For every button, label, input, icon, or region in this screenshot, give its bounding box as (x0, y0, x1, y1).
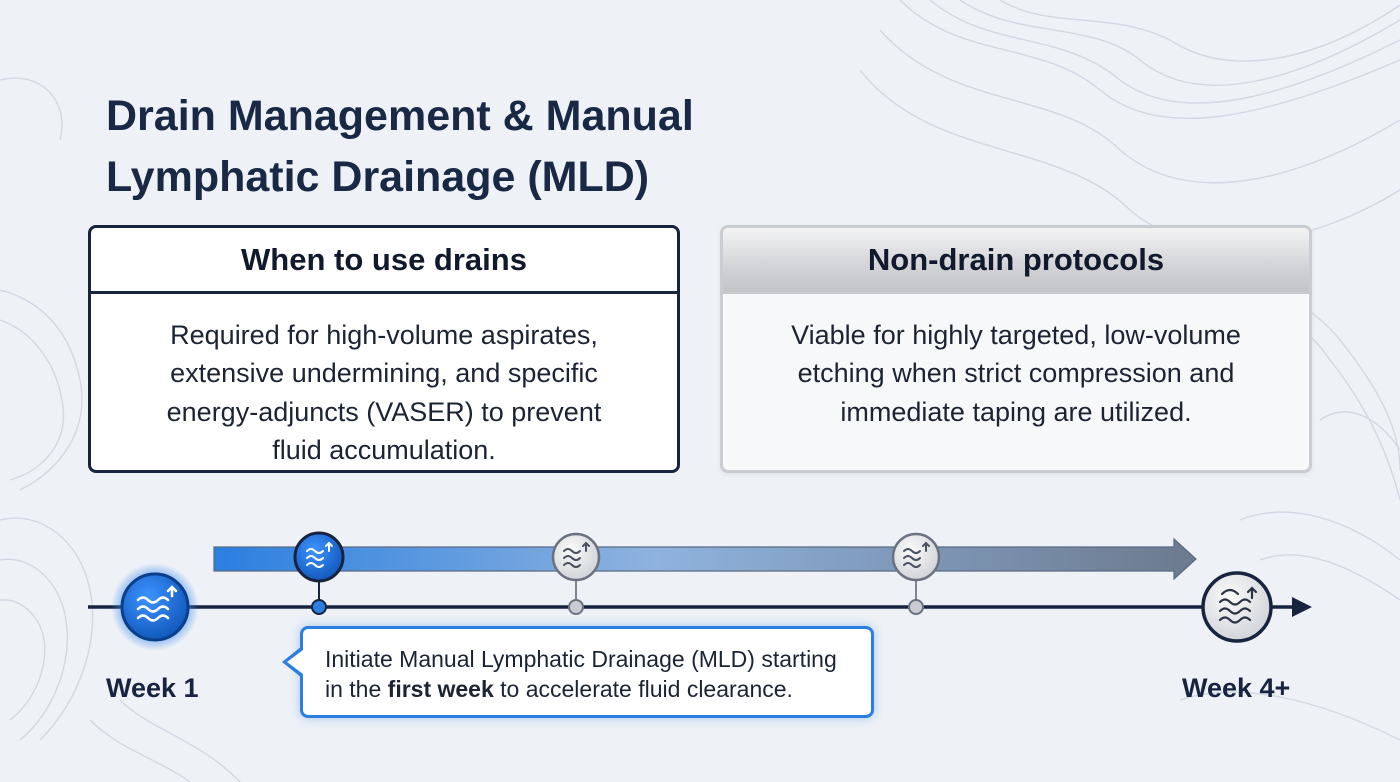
non-drain-card-line: Viable for highly targeted, low-volume (791, 320, 1241, 350)
callout-pointer-inner (287, 650, 303, 674)
non-drain-card: Non-drain protocols Viable for highly ta… (720, 225, 1312, 473)
callout-line-2: in the first week to accelerate fluid cl… (325, 675, 853, 705)
lymph-flow-icon (293, 531, 345, 583)
non-drain-card-line: immediate taping are utilized. (840, 396, 1192, 427)
lymph-flow-icon (551, 532, 601, 582)
drains-card-line: energy-adjuncts (VASER) to prevent (166, 396, 602, 427)
week-start-label: Week 1 (106, 673, 199, 703)
week-end-label: Week 4+ (1182, 673, 1291, 703)
lymph-flow-icon (111, 563, 199, 651)
title-line-2: Lymphatic Drainage (MLD) (106, 153, 650, 202)
lymph-flow-icon (891, 532, 941, 582)
progress-arrow (213, 537, 1197, 581)
drains-card: When to use drains Required for high-vol… (88, 225, 680, 473)
timeline-node-1 (311, 578, 327, 615)
title-line-1: Drain Management & Manual (106, 92, 694, 140)
drains-card-line: extensive undermining, and specific (170, 358, 598, 389)
callout-emphasis: first week (387, 675, 494, 702)
lymph-flow-icon (1201, 571, 1273, 643)
drains-card-line: Required for high-volume aspirates, (170, 320, 598, 350)
callout-line-1: Initiate Manual Lymphatic Drainage (MLD)… (325, 646, 837, 672)
drains-card-body: Required for high-volume aspirates, exte… (91, 294, 677, 469)
non-drain-card-heading: Non-drain protocols (723, 228, 1309, 294)
timeline-node-3 (908, 578, 924, 615)
page-title: Drain Management & Manual Lymphatic Drai… (106, 86, 866, 208)
drains-card-line: fluid accumulation. (272, 434, 496, 465)
drains-card-heading: When to use drains (91, 228, 677, 294)
callout-text-after: to accelerate fluid clearance. (493, 675, 793, 702)
timeline-axis-arrowhead (1292, 597, 1312, 617)
mld-callout: Initiate Manual Lymphatic Drainage (MLD)… (300, 626, 874, 718)
non-drain-card-line: etching when strict compression and (797, 358, 1235, 389)
timeline-node-2 (568, 580, 584, 615)
non-drain-card-body: Viable for highly targeted, low-volume e… (723, 294, 1309, 431)
callout-text-mid: in the (325, 675, 388, 702)
